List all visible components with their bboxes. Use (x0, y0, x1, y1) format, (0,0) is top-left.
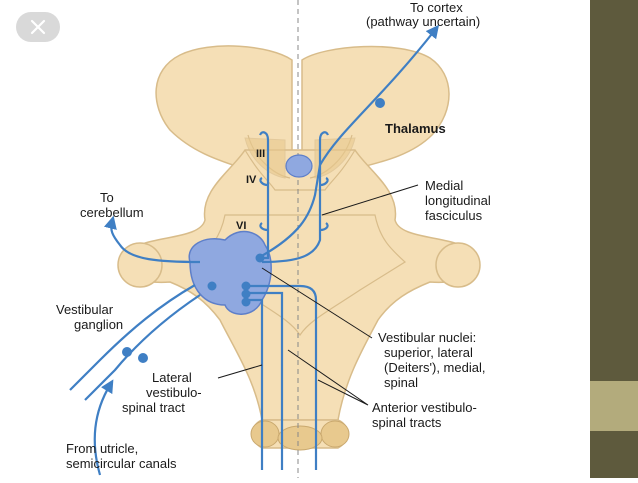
label-lateral-2: vestibulo- (146, 385, 202, 400)
right-cerebellar-peduncle (435, 242, 481, 288)
mlf-right-fiber (261, 131, 330, 264)
leader-lines (217, 184, 419, 406)
left-thalamic-nucleus (244, 137, 286, 179)
nerve-iv-fiber (259, 177, 329, 187)
midbrain-outline (244, 149, 356, 191)
diagram-canvas: To cortex (pathway uncertain) Thalamus I… (56, 0, 491, 478)
label-anterior-2: spinal tracts (372, 415, 442, 430)
cortex-neuron (375, 98, 385, 108)
anterior-vestibulospinal-tract-right (250, 284, 318, 470)
lateral-vestibulospinal-tract (245, 298, 264, 470)
label-nuclei-3: (Deiters'), medial, (384, 360, 485, 375)
thalamic-nuclei (244, 137, 356, 179)
neuron-cell-bodies (122, 98, 385, 363)
label-nuclei-2: superior, lateral (384, 345, 473, 360)
label-cerebellum-2: cerebellum (80, 205, 144, 220)
diagram-labels: To cortex (pathway uncertain) Thalamus I… (56, 0, 491, 471)
anterior-vestibulospinal-tract-left (250, 291, 284, 470)
lateral-tract-leader (217, 364, 263, 379)
label-utricle-2: semicircular canals (66, 456, 177, 471)
spinal-lobe-right (320, 420, 350, 448)
nucleus-dot-superior (255, 253, 265, 263)
nucleus-dot-spinal-1 (241, 289, 251, 299)
label-nerve-vi: VI (236, 220, 246, 232)
label-nerve-iii: III (256, 148, 265, 160)
vestibular-nerve-upper (69, 284, 196, 391)
ganglion-neuron-1 (122, 347, 132, 357)
label-mlf-3: fasciculus (425, 208, 483, 223)
cerebellar-fiber (103, 215, 201, 264)
spinal-lobe-left (250, 420, 280, 448)
label-cortex-2: (pathway uncertain) (366, 14, 480, 29)
vestibular-pathways (69, 24, 440, 476)
label-nuclei-4: spinal (384, 375, 418, 390)
vestibular-nerve-lower (84, 294, 201, 401)
label-lateral-1: Lateral (152, 370, 192, 385)
label-mlf-2: longitudinal (425, 193, 491, 208)
right-thalamic-nucleus (314, 137, 356, 179)
mlf-left-fiber (258, 131, 270, 260)
side-panel-accent (590, 381, 638, 431)
label-ganglion-2: ganglion (74, 317, 123, 332)
nucleus-dot-lateral (207, 281, 217, 291)
label-mlf-1: Medial (425, 178, 463, 193)
spinal-cord-lobes (250, 420, 350, 451)
close-x-icon (30, 19, 46, 35)
label-nuclei-1: Vestibular nuclei: (378, 330, 476, 345)
label-cerebellum-1: To (100, 190, 114, 205)
label-nerve-iv: IV (246, 174, 257, 186)
mlf-leader (321, 184, 419, 216)
vestibular-nuclei-complex (188, 230, 272, 315)
ascending-pathway-to-cortex (257, 24, 440, 259)
label-utricle-1: From utricle, (66, 441, 138, 456)
label-ganglion-1: Vestibular (56, 302, 114, 317)
anterior-tracts-leader (287, 349, 369, 406)
nucleus-dot-spinal-2 (241, 297, 251, 307)
spinal-lobe-center (277, 425, 323, 451)
nucleus-dot-medial (241, 281, 251, 291)
label-lateral-3: spinal tract (122, 400, 185, 415)
close-button[interactable] (16, 12, 60, 42)
oculomotor-nucleus (285, 154, 313, 178)
nerve-vi-fiber (259, 222, 329, 232)
afferent-input-arrow (93, 379, 114, 476)
label-thalamus: Thalamus (385, 121, 446, 136)
ganglion-neuron-2 (138, 353, 148, 363)
label-cortex-1: To cortex (410, 0, 463, 15)
label-anterior-1: Anterior vestibulo- (372, 400, 477, 415)
nuclei-leader (261, 267, 373, 339)
